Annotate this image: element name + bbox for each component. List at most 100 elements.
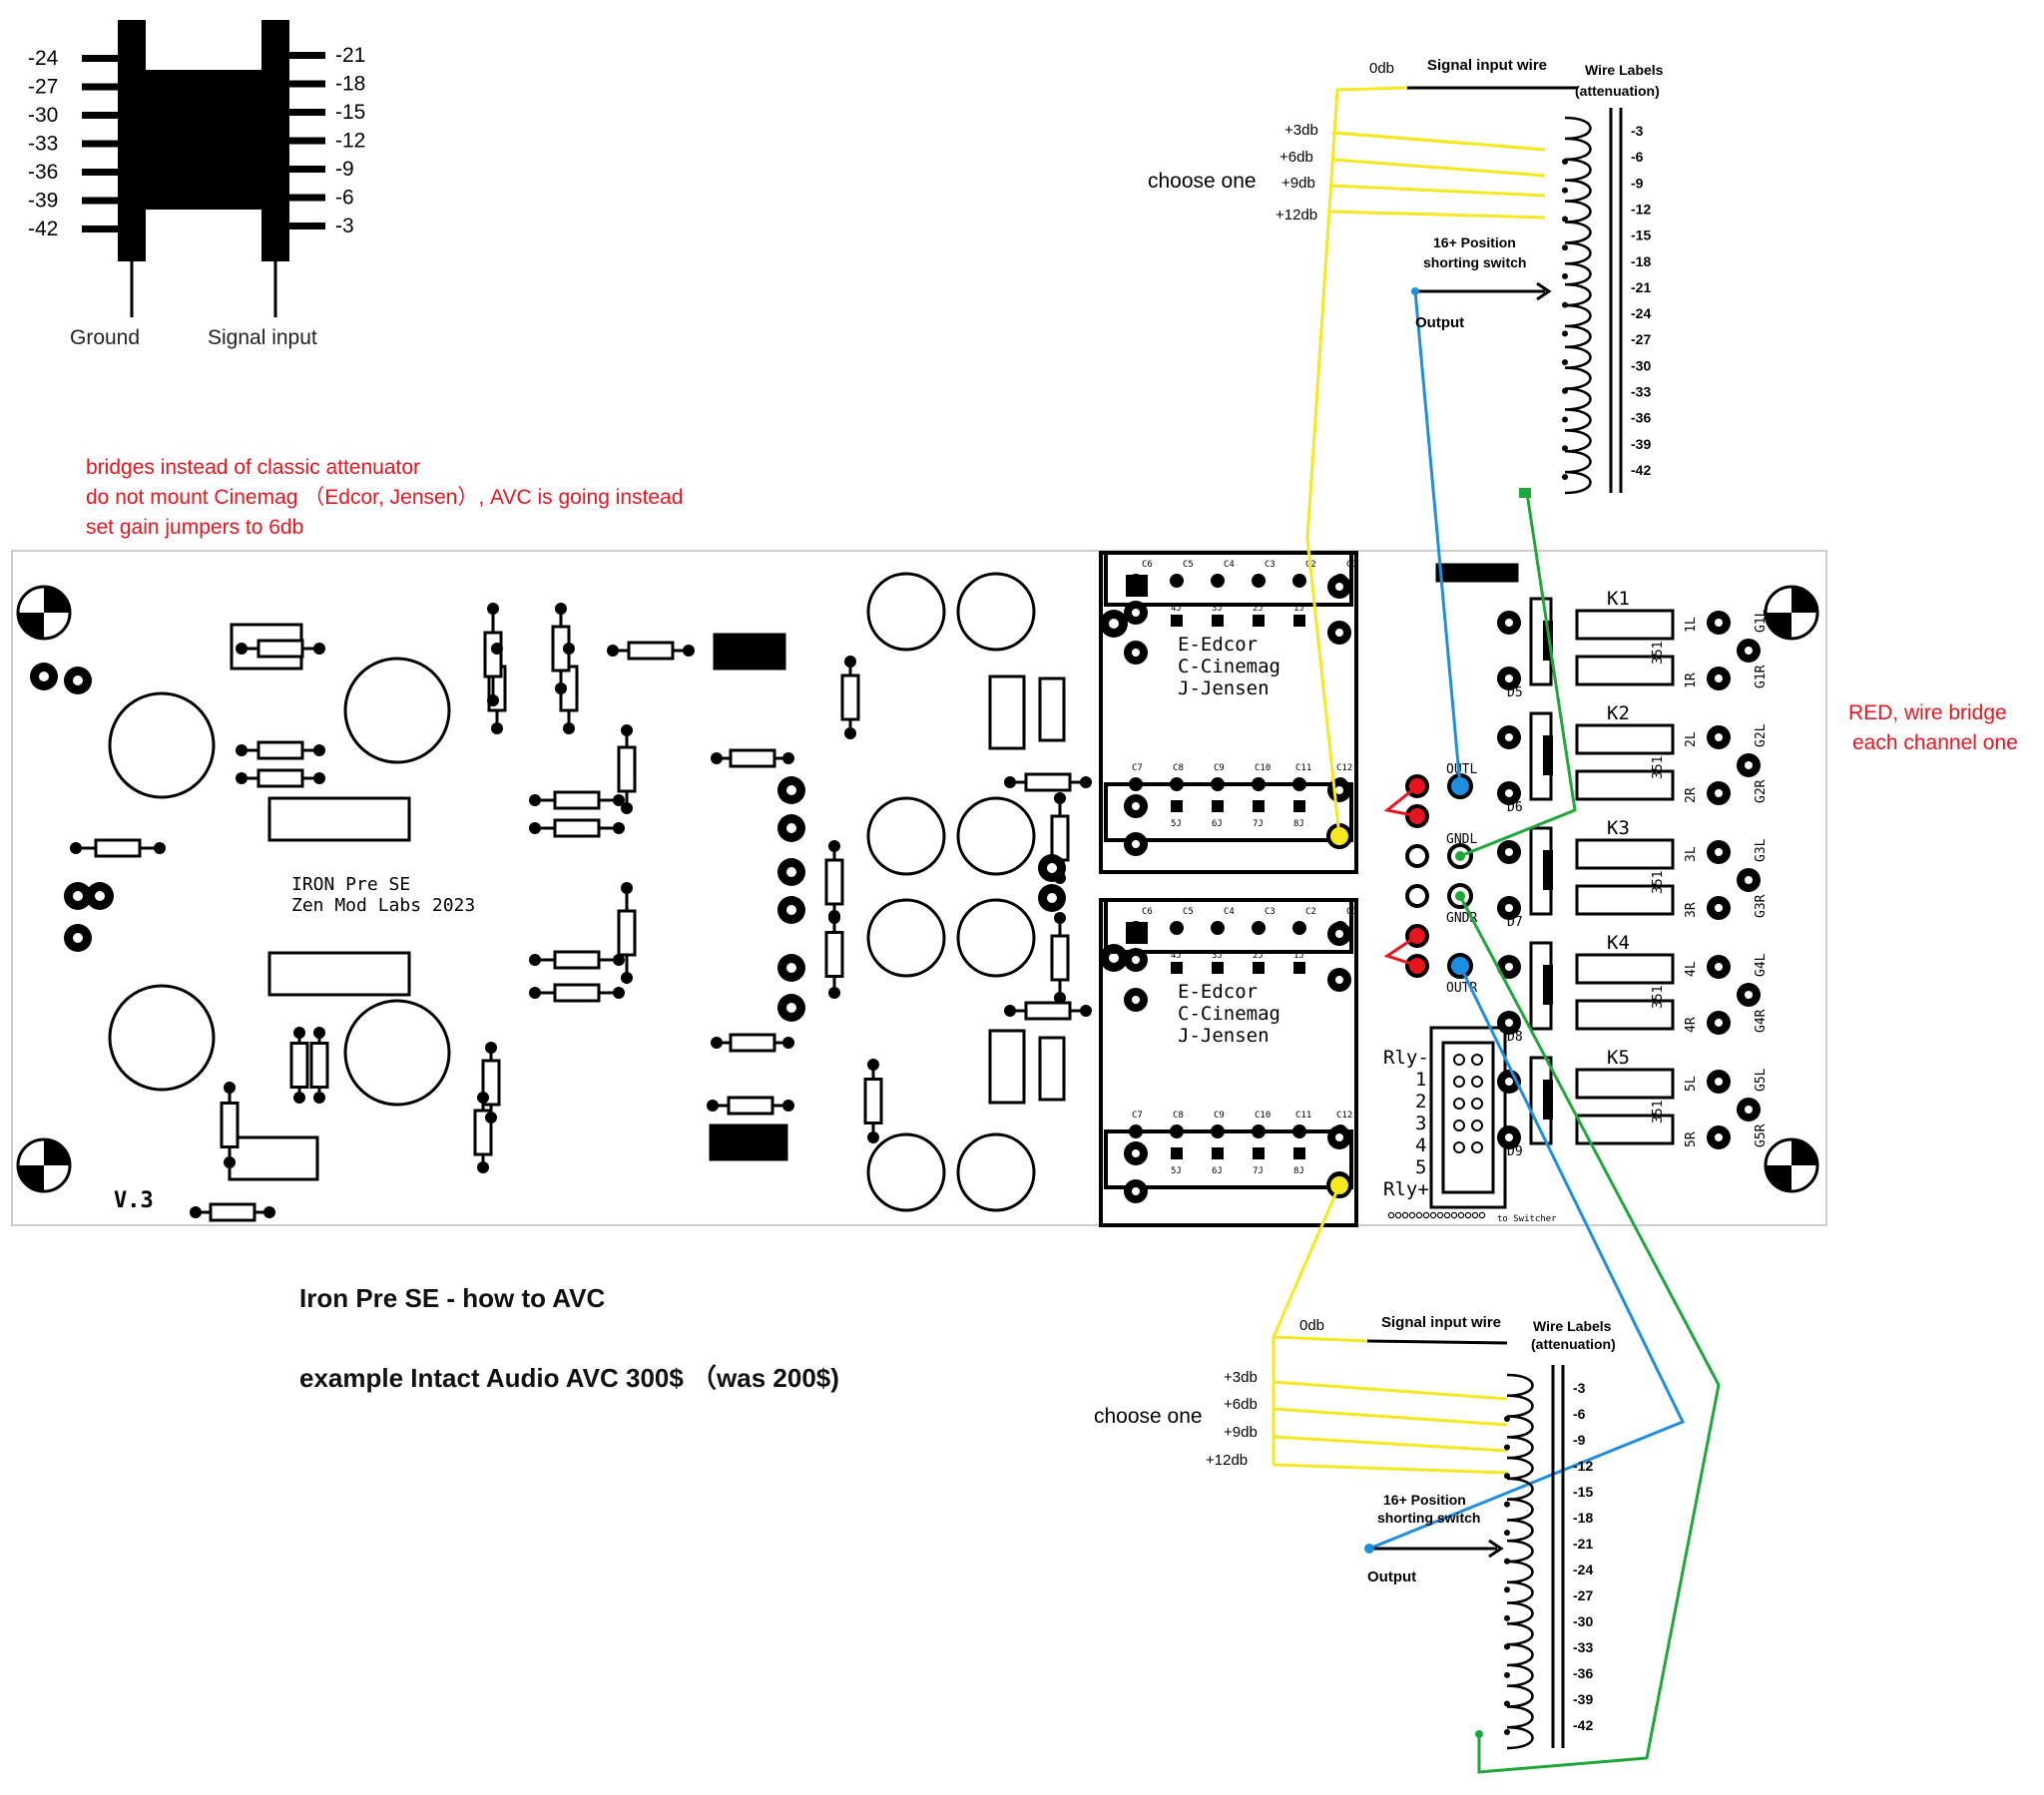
transformer-pad-label: C10 [1255, 1111, 1271, 1121]
relay-pad-hole [1505, 619, 1513, 627]
resistor-body [729, 1033, 776, 1053]
transformer-large-pad-hole [1132, 1149, 1140, 1157]
switcher-pin [1408, 1211, 1416, 1219]
relay-pad-hole [1715, 1078, 1723, 1086]
relay-label: K1 [1607, 588, 1630, 610]
relay-pad-hole [1505, 1078, 1513, 1086]
transformer-pad-label: C5 [1183, 560, 1194, 570]
transformer-pad [1170, 921, 1184, 935]
transformer-j-pad [1171, 962, 1183, 974]
transformer-pad-label: C2 [1305, 907, 1316, 917]
pcb-pad [828, 987, 840, 999]
avc-tap-label: -3 [1631, 123, 1644, 139]
resistor-body [256, 768, 304, 788]
avc-tap-dot [1562, 359, 1568, 366]
transformer-pad [1211, 921, 1225, 935]
transformer-large-pad-hole [1335, 629, 1343, 637]
transformer-j-label: 7J [1253, 819, 1264, 829]
avc-tap-dot [1562, 330, 1568, 337]
pcb-pad [313, 643, 325, 655]
pcb-pad [1080, 1005, 1092, 1017]
attenuator-pinout: -24-27-30-33-36-39-42 -21-18-15-12-9-6-3… [28, 20, 365, 349]
transformer-large-pad-hole [1132, 1187, 1140, 1195]
pin-left-lead [82, 197, 118, 205]
pcb-large-pad-hole [1109, 953, 1119, 963]
transformer-large-pad-hole [1335, 976, 1343, 984]
relay-gnd-label: G5L [1754, 1068, 1769, 1092]
resistor-body [617, 745, 637, 793]
resistor-body [617, 909, 637, 957]
avc-tap-label: -21 [1631, 279, 1651, 295]
transformer-pad [1252, 574, 1266, 588]
avc-tap-label: -27 [1631, 331, 1651, 347]
pcb-pad [1004, 1005, 1016, 1017]
pcb-pad [293, 1027, 305, 1039]
pcb-pad [313, 1092, 325, 1104]
relay-pad-hole [1745, 1106, 1753, 1114]
transformer-j-label: 3J [1212, 604, 1223, 614]
pcb-pad [70, 842, 82, 854]
transformer-j-pad [1293, 962, 1305, 974]
pcb-pad [1054, 912, 1066, 924]
switcher-pin [1429, 1211, 1437, 1219]
relay-pad-hole [1505, 674, 1513, 682]
avc-tap-dot [1504, 1643, 1510, 1650]
transformer-footprint-top [1099, 551, 1358, 874]
relay-contact-top [1575, 953, 1675, 985]
mounting-hole-quadrant [18, 1165, 44, 1191]
resistor-body [209, 1202, 256, 1222]
pin-left-label: -30 [28, 104, 58, 127]
yellow-wire-top [1305, 86, 1408, 837]
avc-tap-label: -36 [1631, 410, 1651, 426]
transformer-pad-label: C11 [1295, 1111, 1311, 1121]
avc-tap-dot [1562, 416, 1568, 423]
relay-pad-hole [1505, 1019, 1513, 1027]
wiring [1271, 86, 1721, 1774]
transformer-pad [1170, 574, 1184, 588]
avc-tap-label: -42 [1573, 1717, 1593, 1733]
transformer-footprint-bottom [1099, 898, 1358, 1227]
resistor-body [840, 673, 860, 721]
transformer-pad-label: C9 [1214, 763, 1225, 773]
avc-tap-label: -18 [1573, 1510, 1593, 1526]
pcb-pad [154, 842, 166, 854]
relay-gnd-label: G2L [1754, 723, 1769, 747]
pcb-pad [313, 772, 325, 784]
avc-tap-label: -12 [1631, 201, 1651, 217]
pcb-pad [782, 1100, 794, 1112]
transformer-j-label: 6J [1212, 1166, 1223, 1176]
pin-right-label: -6 [335, 187, 354, 210]
switcher-pin [1464, 1211, 1472, 1219]
transformer-pad [1292, 574, 1306, 588]
transformer-pad-label: C1 [1346, 907, 1357, 917]
resistor-body [1050, 814, 1070, 862]
pin-right-label: -21 [335, 44, 365, 67]
transformer-j-pad [1293, 800, 1305, 812]
avc-top-switch-2: shorting switch [1423, 254, 1526, 270]
transformer-pad-label: C12 [1336, 763, 1352, 773]
pcb-pad [707, 1100, 719, 1112]
relay-value: 351 [1651, 642, 1666, 665]
transformer-j-pad [1171, 1147, 1183, 1159]
relay-contact-top [1575, 838, 1675, 870]
pcb-large-pad-hole [786, 867, 796, 877]
relay-pad-hole [1715, 733, 1723, 741]
pcb-pad [563, 722, 575, 734]
transformer-pad-label: C1 [1346, 560, 1357, 570]
relay-contact-bottom [1575, 655, 1675, 686]
relay-contact-bottom [1575, 884, 1675, 916]
transformer-top-line3: J-Jensen [1178, 677, 1270, 699]
rly-header-pin [1471, 1076, 1483, 1088]
board-version: V.3 [114, 1188, 154, 1213]
pcb-pad [613, 954, 625, 966]
pcb-board: E-Edcor C-Cinemag J-Jensen E-Edcor C-Cin… [11, 550, 1827, 1227]
relay-contact-top [1575, 723, 1675, 755]
to-switcher-label: to Switcher [1497, 1214, 1557, 1224]
pin-right-lead [289, 166, 325, 173]
rly-header-pin [1453, 1141, 1465, 1153]
relay-pad-hole [1715, 848, 1723, 856]
relay-value: 351 [1651, 756, 1666, 779]
pcb-pad [529, 794, 541, 806]
relay-gnd-label: G5R [1754, 1123, 1769, 1147]
avc-top-gain-12: +12db [1276, 207, 1317, 224]
